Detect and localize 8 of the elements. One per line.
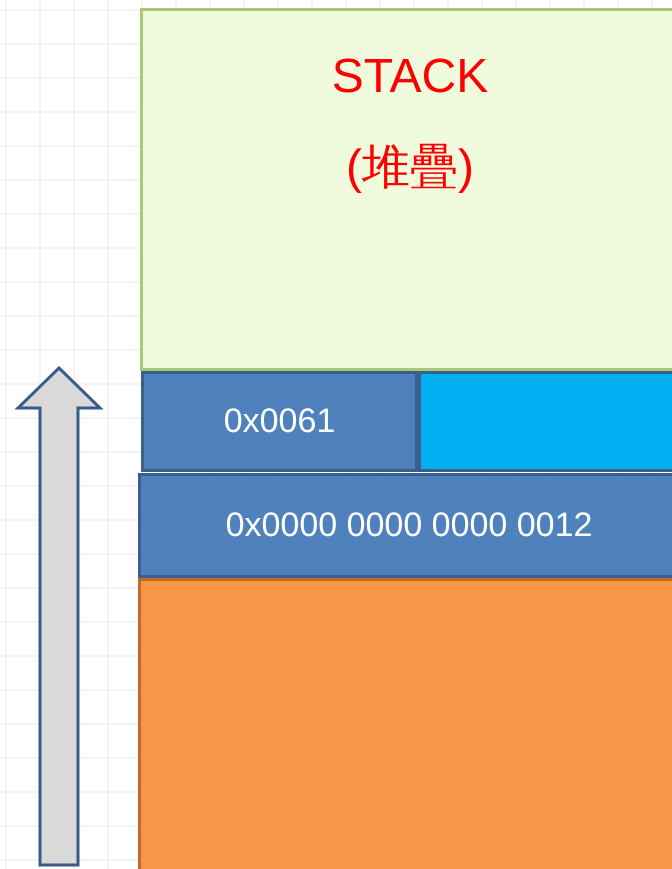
region-title: STACK (堆疊)	[330, 49, 490, 196]
stack-region	[140, 8, 672, 371]
memory-cell	[418, 371, 672, 472]
memory-cell	[141, 371, 418, 472]
address-value: 0x0000 0000 0000 0012	[226, 505, 592, 546]
memory-cell	[138, 473, 672, 578]
memory-region	[138, 578, 672, 869]
address-value: 0x0061	[224, 401, 336, 442]
